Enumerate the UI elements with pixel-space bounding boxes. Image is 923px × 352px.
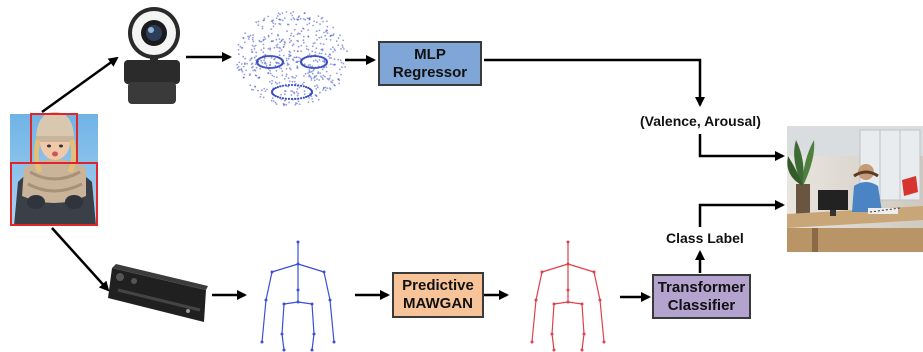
- webcam-icon: [124, 7, 180, 104]
- arrow-photo-to-webcam: [41, 56, 119, 114]
- face-landmark-mesh: [236, 11, 349, 107]
- kinect-sensor-icon: [108, 264, 208, 322]
- arrow-classlabel-to-scene: [698, 200, 785, 227]
- mlp-regressor-box: MLP Regressor: [378, 41, 482, 86]
- predictive-mawgan-box: Predictive MAWGAN: [392, 272, 484, 318]
- arrow-mlp-to-va: [484, 58, 705, 107]
- arrows: [41, 52, 785, 302]
- skeleton-red: [530, 240, 606, 352]
- skeleton-blue: [260, 240, 336, 352]
- body-bounding-box: [10, 162, 98, 226]
- virtual-office-scene: [787, 126, 923, 252]
- person-photo: [10, 112, 98, 226]
- arrow-va-to-scene: [698, 134, 785, 161]
- valence-arousal-label: (Valence, Arousal): [640, 113, 761, 129]
- transformer-classifier-box: Transformer Classifier: [652, 274, 751, 319]
- class-label: Class Label: [666, 230, 744, 246]
- arrow-photo-to-kinect: [51, 227, 110, 292]
